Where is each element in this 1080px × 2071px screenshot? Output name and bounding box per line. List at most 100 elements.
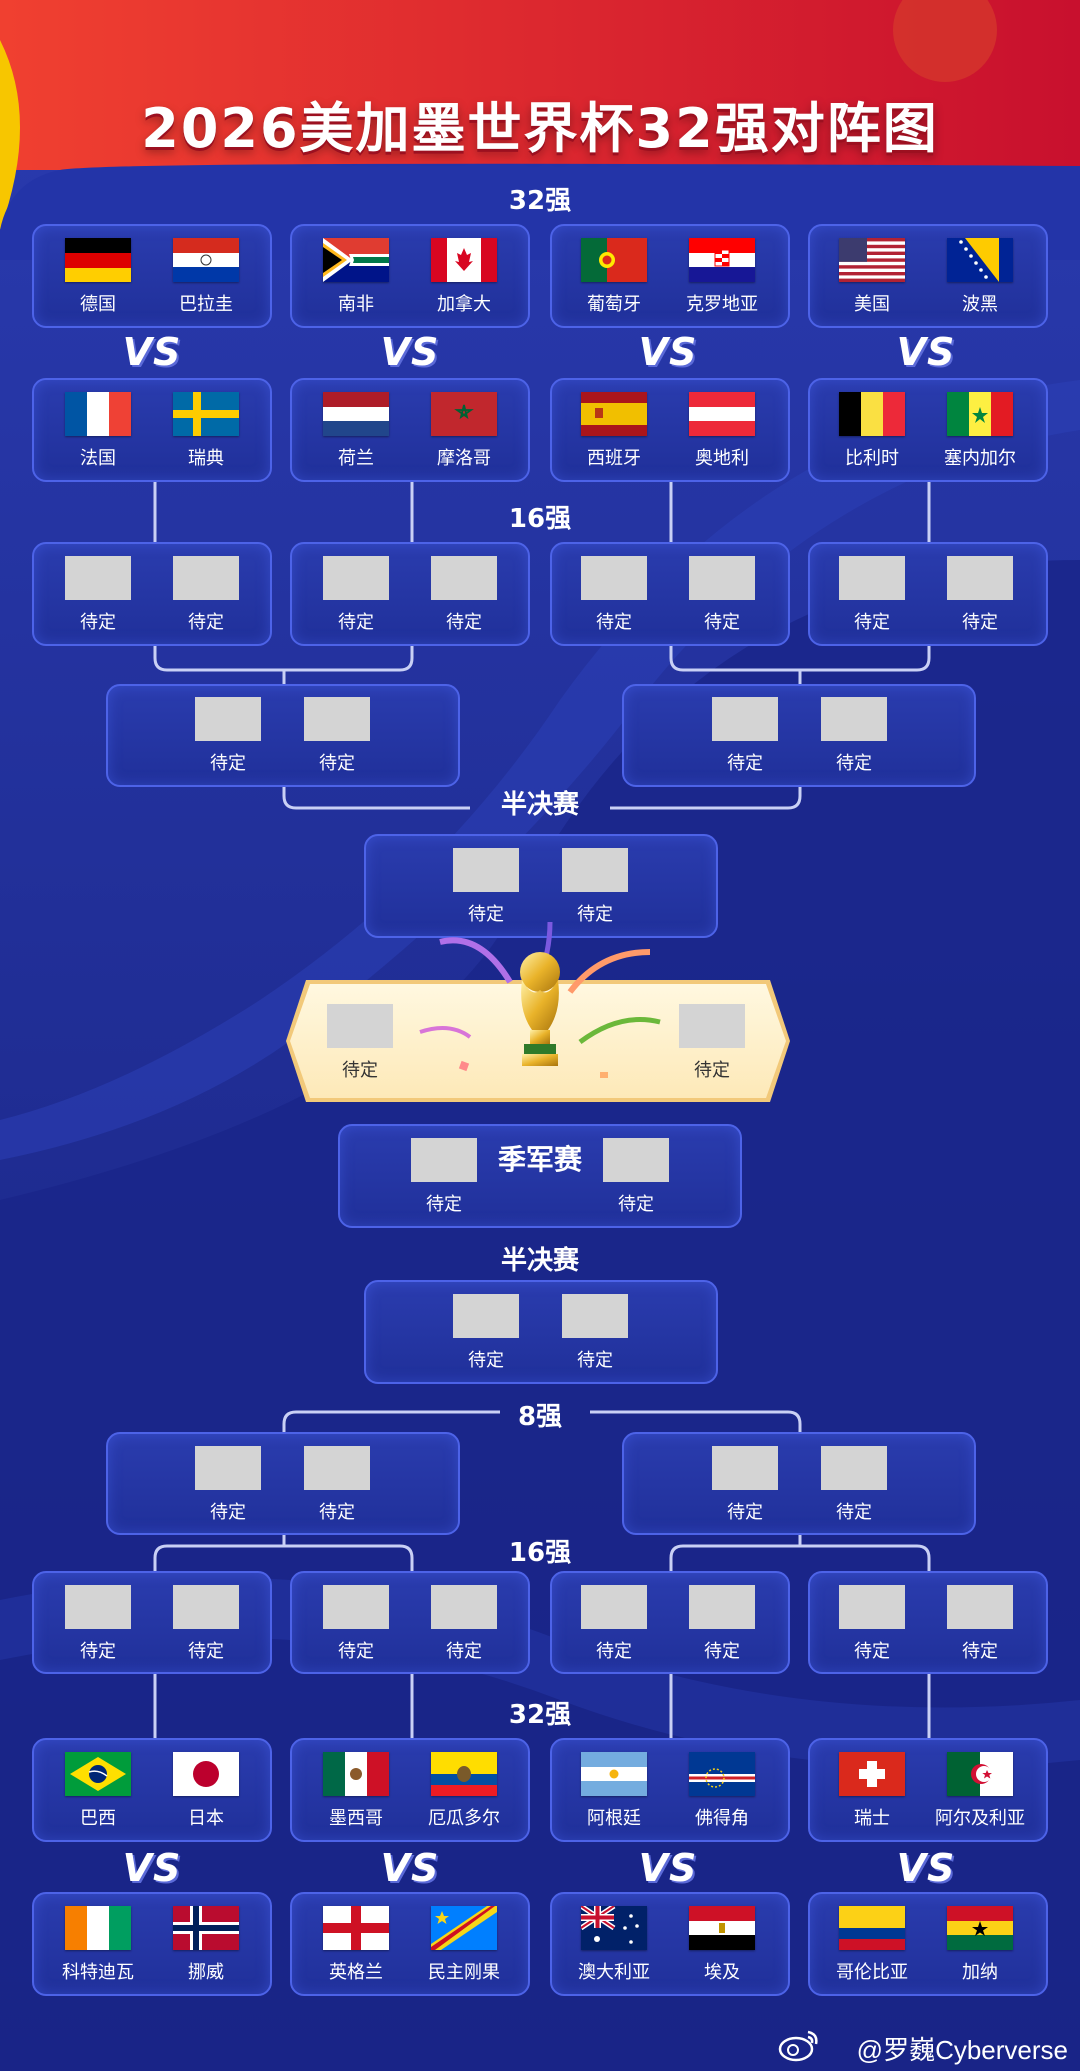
brazil-flag-icon xyxy=(65,1752,131,1796)
team-bosnia: 波黑 xyxy=(930,238,1030,316)
team-tbd: 待定 xyxy=(822,1585,922,1663)
team-tbd: 待定 xyxy=(545,1294,645,1372)
placeholder-flag xyxy=(821,1446,887,1490)
team-name: 待定 xyxy=(188,612,224,633)
label-r16-bottom: 16强 xyxy=(508,1538,572,1568)
egypt-flag-icon xyxy=(689,1906,755,1950)
placeholder-flag xyxy=(581,1585,647,1629)
placeholder-flag xyxy=(323,1585,389,1629)
vs-label: VS xyxy=(380,1846,440,1890)
team-name: 待定 xyxy=(704,1641,740,1662)
team-tbd: 待定 xyxy=(414,556,514,634)
team-name: 待定 xyxy=(727,1502,763,1523)
team-tbd: 待定 xyxy=(695,697,795,775)
team-spain: 西班牙 xyxy=(564,392,664,470)
vs-label: VS xyxy=(638,1846,698,1890)
team-name: 埃及 xyxy=(704,1962,740,1983)
team-name: 克罗地亚 xyxy=(686,294,758,315)
team-name: 待定 xyxy=(836,1502,872,1523)
team-name: 加拿大 xyxy=(437,294,491,315)
team-name: 待定 xyxy=(210,1502,246,1523)
team-argentina: 阿根廷 xyxy=(564,1752,664,1830)
team-name: 待定 xyxy=(596,612,632,633)
team-tbd: 待定 xyxy=(930,1585,1030,1663)
team-name: 待定 xyxy=(836,753,872,774)
team-name: 阿尔及利亚 xyxy=(935,1808,1025,1829)
team-brazil: 巴西 xyxy=(48,1752,148,1830)
team-name: 待定 xyxy=(596,1641,632,1662)
japan-flag-icon xyxy=(173,1752,239,1796)
team-egypt: 埃及 xyxy=(672,1906,772,1984)
team-tbd: 待定 xyxy=(306,1585,406,1663)
team-tbd: 待定 xyxy=(394,1138,494,1216)
team-sweden: 瑞典 xyxy=(156,392,256,470)
austria-flag-icon xyxy=(689,392,755,436)
south-africa-flag-icon xyxy=(323,238,389,282)
placeholder-flag xyxy=(431,556,497,600)
croatia-flag-icon xyxy=(689,238,755,282)
team-name: 待定 xyxy=(188,1641,224,1662)
sf-box xyxy=(364,834,718,938)
england-flag-icon xyxy=(323,1906,389,1950)
vs-label: VS xyxy=(122,1846,182,1890)
team-tbd: 待定 xyxy=(48,556,148,634)
canada-flag-icon xyxy=(431,238,497,282)
placeholder-flag xyxy=(65,556,131,600)
ghana-flag-icon xyxy=(947,1906,1013,1950)
team-name: 待定 xyxy=(854,612,890,633)
team-name: 比利时 xyxy=(845,448,899,469)
norway-flag-icon xyxy=(173,1906,239,1950)
team-netherlands: 荷兰 xyxy=(306,392,406,470)
placeholder-flag xyxy=(581,556,647,600)
vs-label: VS xyxy=(896,1846,956,1890)
team-norway: 挪威 xyxy=(156,1906,256,1984)
germany-flag-icon xyxy=(65,238,131,282)
placeholder-flag xyxy=(195,697,261,741)
placeholder-flag xyxy=(821,697,887,741)
team-england: 英格兰 xyxy=(306,1906,406,1984)
team-name: 日本 xyxy=(188,1808,224,1829)
team-name: 南非 xyxy=(338,294,374,315)
team-name: 待定 xyxy=(80,612,116,633)
placeholder-flag xyxy=(947,556,1013,600)
team-usa: 美国 xyxy=(822,238,922,316)
algeria-flag-icon xyxy=(947,1752,1013,1796)
team-name: 待定 xyxy=(338,1641,374,1662)
team-name: 挪威 xyxy=(188,1962,224,1983)
team-dr-congo: 民主刚果 xyxy=(414,1906,514,1984)
team-algeria: 阿尔及利亚 xyxy=(930,1752,1030,1830)
team-name: 阿根廷 xyxy=(587,1808,641,1829)
team-name: 英格兰 xyxy=(329,1962,383,1983)
team-mexico: 墨西哥 xyxy=(306,1752,406,1830)
label-r16-top: 16强 xyxy=(508,504,572,534)
portugal-flag-icon xyxy=(581,238,647,282)
team-france: 法国 xyxy=(48,392,148,470)
team-tbd: 待定 xyxy=(662,1004,762,1082)
vs-label: VS xyxy=(638,330,698,374)
team-tbd: 待定 xyxy=(804,697,904,775)
vs-label: VS xyxy=(380,330,440,374)
mexico-flag-icon xyxy=(323,1752,389,1796)
qf-box xyxy=(106,1432,460,1535)
placeholder-flag xyxy=(453,848,519,892)
australia-flag-icon xyxy=(581,1906,647,1950)
team-ivory-coast: 科特迪瓦 xyxy=(48,1906,148,1984)
team-name: 墨西哥 xyxy=(329,1808,383,1829)
france-flag-icon xyxy=(65,392,131,436)
team-name: 待定 xyxy=(319,1502,355,1523)
team-name: 奥地利 xyxy=(695,448,749,469)
team-name: 瑞士 xyxy=(854,1808,890,1829)
placeholder-flag xyxy=(431,1585,497,1629)
colombia-flag-icon xyxy=(839,1906,905,1950)
team-name: 葡萄牙 xyxy=(587,294,641,315)
watermark-text: @罗巍Cyberverse xyxy=(856,2035,1068,2065)
team-senegal: 塞内加尔 xyxy=(930,392,1030,470)
spain-flag-icon xyxy=(581,392,647,436)
team-tbd: 待定 xyxy=(436,1294,536,1372)
placeholder-flag xyxy=(304,1446,370,1490)
team-name: 巴西 xyxy=(80,1808,116,1829)
placeholder-flag xyxy=(679,1004,745,1048)
team-tbd: 待定 xyxy=(545,848,645,926)
team-name: 西班牙 xyxy=(587,448,641,469)
team-colombia: 哥伦比亚 xyxy=(822,1906,922,1984)
